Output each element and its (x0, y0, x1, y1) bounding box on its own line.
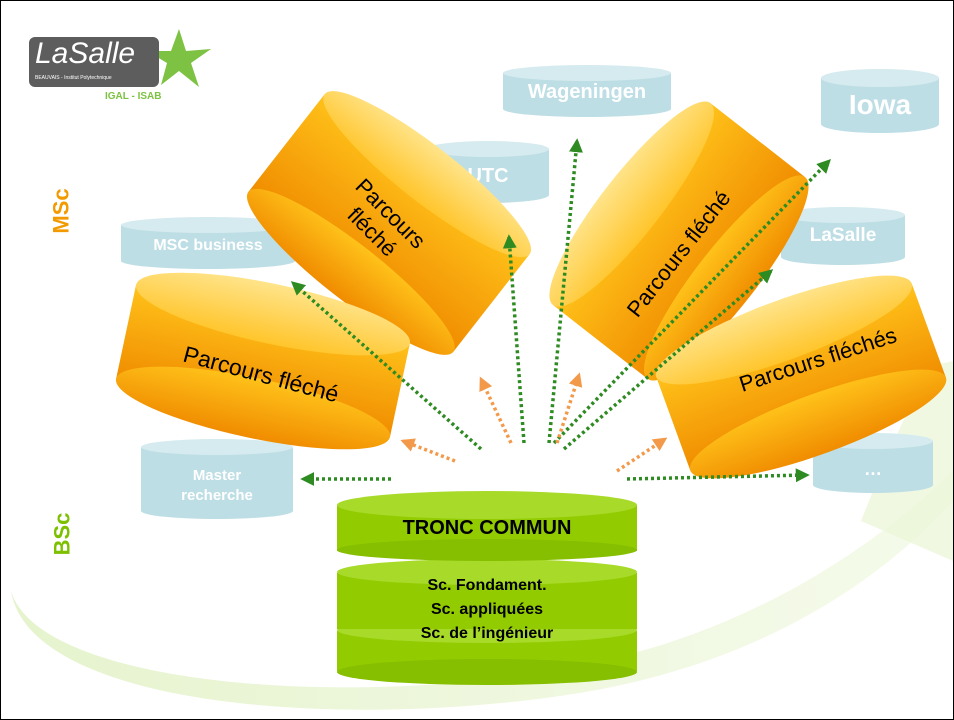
destination-label: MSC business (153, 237, 263, 254)
core-title: TRONC COMMUN (402, 517, 572, 539)
logo: LaSalle BEAUVAIS - Institut Polytechniqu… (29, 27, 211, 103)
logo-plate (29, 37, 159, 87)
star-icon (147, 29, 211, 87)
core-subject: Sc. de l’ingénieur (420, 625, 554, 642)
destination-wageningen: Wageningen (503, 65, 671, 117)
destination-label: … (864, 459, 882, 479)
orange-arrow (400, 438, 456, 463)
core-subject: Sc. Fondament. (427, 577, 547, 594)
destination-label: Master (192, 467, 242, 484)
destination-lasalle: LaSalle (781, 207, 905, 265)
green-arrow (562, 269, 774, 451)
green-arrow (547, 138, 583, 444)
core-stack: TRONC COMMUN Sc. Fondament. Sc. appliqué… (337, 491, 637, 691)
track-cylinder-2 (115, 272, 411, 450)
destination-msc-business: MSC business (121, 217, 295, 269)
green-arrow (290, 281, 483, 451)
logo-tag: IGAL - ISAB (105, 91, 162, 102)
orange-arrow (555, 372, 583, 444)
destination-label: Wageningen (527, 81, 647, 103)
track-cylinder-3 (549, 101, 809, 381)
logo-name: LaSalle (35, 37, 136, 70)
destination-label: Iowa (848, 89, 912, 120)
track-cylinder-4 (655, 275, 947, 479)
core-subject: Sc. appliquées (430, 601, 544, 618)
destination-iowa: Iowa (821, 69, 939, 133)
orange-arrow (616, 437, 668, 473)
logo-subtitle: BEAUVAIS - Institut Polytechnique (35, 75, 112, 81)
green-arrow (626, 468, 810, 483)
track-cylinder-1 (246, 91, 532, 355)
green-arrow (552, 158, 831, 445)
destination-label: LaSalle (809, 225, 877, 246)
green-arrow (502, 234, 526, 444)
destination-master-recherche: Master recherche (141, 439, 293, 519)
destination-label: recherche (181, 487, 253, 504)
orange-arrow (479, 376, 513, 444)
